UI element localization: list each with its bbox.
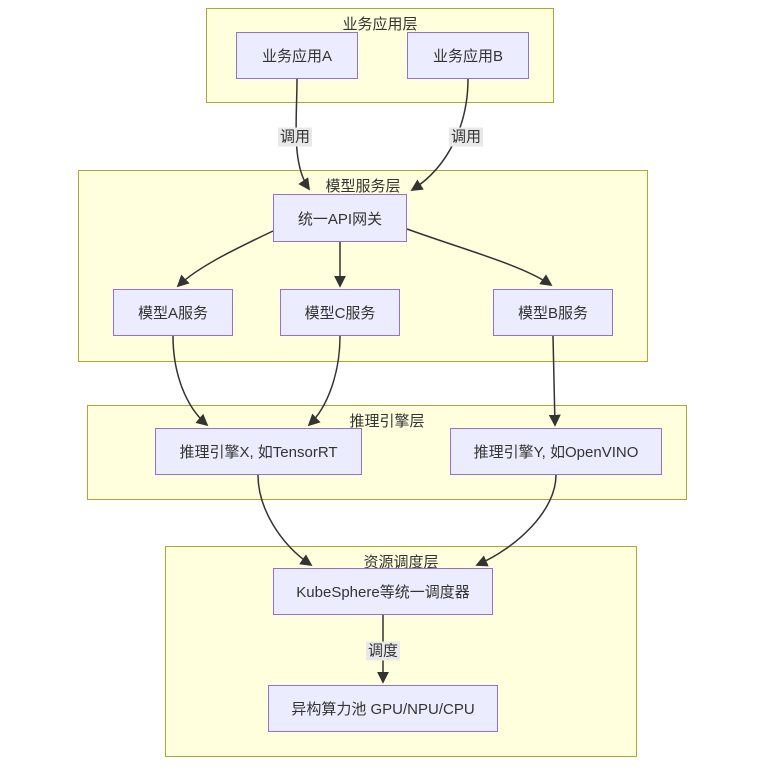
node-model-c-service: 模型C服务 — [280, 289, 400, 336]
edge-model-a-to-engine-x — [172, 335, 209, 427]
edge-engine-x-to-scheduler — [257, 474, 313, 567]
edge-label-call-a: 调用 — [277, 127, 313, 147]
node-inference-engine-x: 推理引擎X, 如TensorRT — [155, 428, 362, 475]
node-unified-scheduler: KubeSphere等统一调度器 — [273, 568, 493, 615]
edge-model-b-to-engine-y — [548, 335, 561, 427]
node-compute-pool: 异构算力池 GPU/NPU/CPU — [268, 685, 498, 732]
edge-engine-y-to-scheduler — [475, 474, 557, 567]
node-business-app-a: 业务应用A — [236, 32, 358, 79]
node-business-app-b: 业务应用B — [407, 32, 529, 79]
edge-gateway-to-model-b — [406, 228, 553, 287]
node-api-gateway: 统一API网关 — [273, 194, 407, 242]
edge-model-c-to-engine-x — [307, 335, 341, 427]
node-model-a-service: 模型A服务 — [113, 289, 233, 336]
edge-label-call-b: 调用 — [448, 127, 484, 147]
edge-gateway-to-model-a — [176, 230, 274, 288]
edge-label-schedule: 调度 — [365, 641, 401, 661]
node-inference-engine-y: 推理引擎Y, 如OpenVINO — [450, 428, 662, 475]
node-model-b-service: 模型B服务 — [493, 289, 613, 336]
